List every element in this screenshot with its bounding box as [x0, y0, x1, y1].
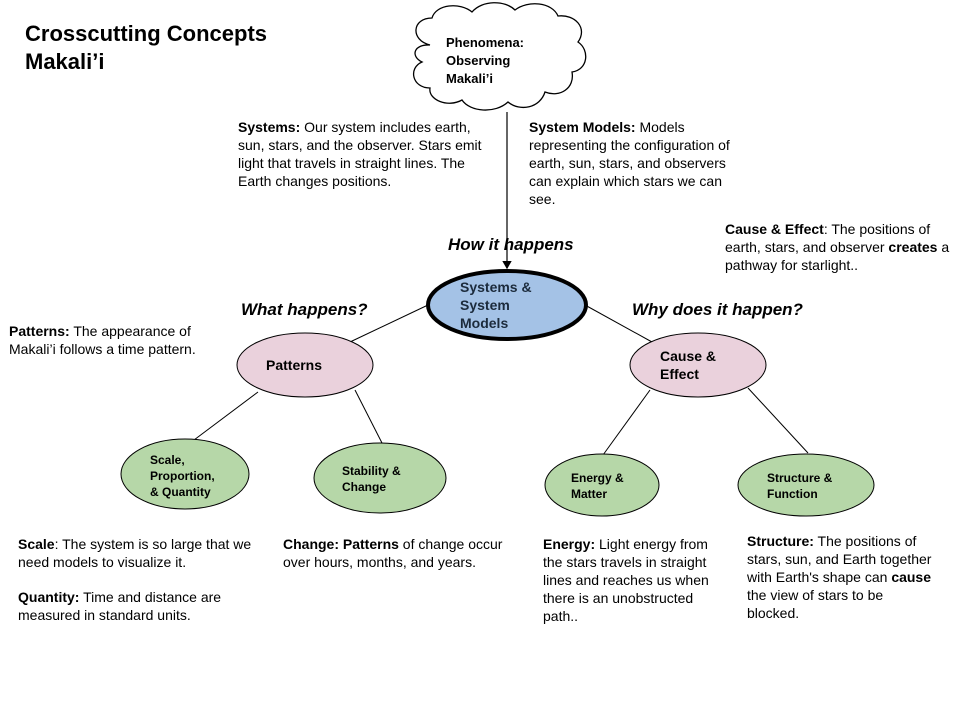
node-structure-line-1: Structure & — [767, 471, 833, 485]
phenomena-cloud-shape — [412, 2, 587, 111]
desc-scale: Scale: The system is so large that we ne… — [18, 535, 273, 571]
desc-change-text: of change occur over hours, months, and … — [283, 536, 503, 570]
phenomena-line-3: Makali’i — [446, 71, 493, 86]
node-cause-effect: Cause & Effect — [660, 347, 716, 383]
desc-energy: Energy: Light energy from the stars trav… — [543, 535, 728, 625]
desc-change: Change: Patterns of change occur over ho… — [283, 535, 528, 571]
node-energy-line-2: Matter — [571, 487, 608, 501]
node-cause-line-2: Effect — [660, 366, 699, 382]
node-systems-line-1: Systems & — [460, 279, 532, 295]
desc-patterns-label: Patterns: — [9, 323, 70, 339]
node-patterns: Patterns — [266, 356, 322, 374]
connector-cause-structure — [747, 387, 809, 454]
desc-cause-bold: creates — [888, 239, 938, 255]
desc-quantity-label: Quantity: — [18, 589, 80, 605]
desc-patterns: Patterns: The appearance of Makali’i fol… — [9, 322, 214, 358]
desc-structure-label: Structure: — [747, 533, 814, 549]
node-structure-line-2: Function — [767, 487, 818, 501]
node-systems: Systems & System Models — [460, 278, 532, 332]
phenomena-label: Phenomena: Observing Makali’i — [446, 34, 524, 88]
desc-structure-text-2: the view of stars to be blocked. — [747, 587, 884, 621]
connector-cause-energy — [602, 389, 651, 456]
connector-systems-cause — [584, 304, 653, 343]
page-title: Crosscutting Concepts Makali’i — [25, 20, 267, 76]
desc-cause-effect: Cause & Effect: The positions of earth, … — [725, 220, 955, 274]
title-line-1: Crosscutting Concepts — [25, 21, 268, 46]
desc-energy-text: Light energy from the stars travels in s… — [543, 536, 709, 624]
desc-systems: Systems: Our system includes earth, sun,… — [238, 118, 493, 190]
question-why: Why does it happen? — [632, 300, 803, 319]
scale-node-shape — [120, 438, 250, 510]
desc-scale-label: Scale — [18, 536, 55, 552]
node-scale-line-1: Scale, — [150, 453, 185, 467]
desc-patterns-text: The appearance of Makali’i follows a tim… — [9, 323, 196, 357]
desc-scale-text: : The system is so large that we need mo… — [18, 536, 252, 570]
desc-system-models-text: Models representing the configuration of… — [529, 119, 730, 207]
node-structure: Structure & Function — [767, 470, 832, 502]
energy-node-shape — [544, 453, 660, 517]
node-stability-line-2: Change — [342, 480, 387, 494]
desc-change-label: Change: Patterns — [283, 536, 399, 552]
node-cause-line-1: Cause & — [660, 348, 717, 364]
desc-structure-text-1: The positions of stars, sun, and Earth t… — [747, 533, 932, 585]
phenomena-line-2: Observing — [446, 53, 511, 68]
desc-cause-label: Cause & Effect — [725, 221, 824, 237]
node-systems-line-3: Models — [460, 315, 509, 331]
stability-node-shape — [313, 442, 447, 514]
systems-node-shape — [426, 269, 588, 341]
node-energy-line-1: Energy & — [571, 471, 624, 485]
desc-cause-text-1: : The positions of earth, stars, and obs… — [725, 221, 931, 255]
cause-effect-node-shape — [629, 332, 767, 398]
question-how: How it happens — [448, 235, 574, 254]
phenomena-line-1: Phenomena: — [446, 35, 525, 50]
node-scale: Scale, Proportion, & Quantity — [150, 452, 215, 500]
structure-node-shape — [737, 453, 875, 517]
question-what: What happens? — [241, 300, 368, 319]
desc-cause-text-2: a pathway for starlight.. — [725, 239, 950, 273]
connector-patterns-scale — [189, 391, 259, 444]
node-scale-line-2: Proportion, — [150, 469, 215, 483]
desc-system-models-label: System Models: — [529, 119, 636, 135]
node-stability: Stability & Change — [342, 463, 401, 495]
node-patterns-line-1: Patterns — [266, 357, 323, 373]
patterns-node-shape — [236, 332, 374, 398]
desc-structure: Structure: The positions of stars, sun, … — [747, 532, 937, 622]
connector-patterns-stability — [354, 389, 383, 444]
desc-energy-label: Energy: — [543, 536, 596, 552]
desc-quantity-text: Time and distance are measured in standa… — [18, 589, 222, 623]
title-line-2: Makali’i — [25, 49, 105, 74]
desc-system-models: System Models: Models representing the c… — [529, 118, 749, 208]
desc-systems-label: Systems: — [238, 119, 301, 135]
node-energy: Energy & Matter — [571, 470, 624, 502]
desc-systems-text: Our system includes earth, sun, stars, a… — [238, 119, 482, 189]
connector-systems-patterns — [349, 304, 429, 343]
desc-structure-bold: cause — [891, 569, 932, 585]
node-scale-line-3: & Quantity — [150, 485, 211, 499]
desc-quantity: Quantity: Time and distance are measured… — [18, 588, 258, 624]
node-systems-line-2: System — [460, 297, 510, 313]
node-stability-line-1: Stability & — [342, 464, 401, 478]
